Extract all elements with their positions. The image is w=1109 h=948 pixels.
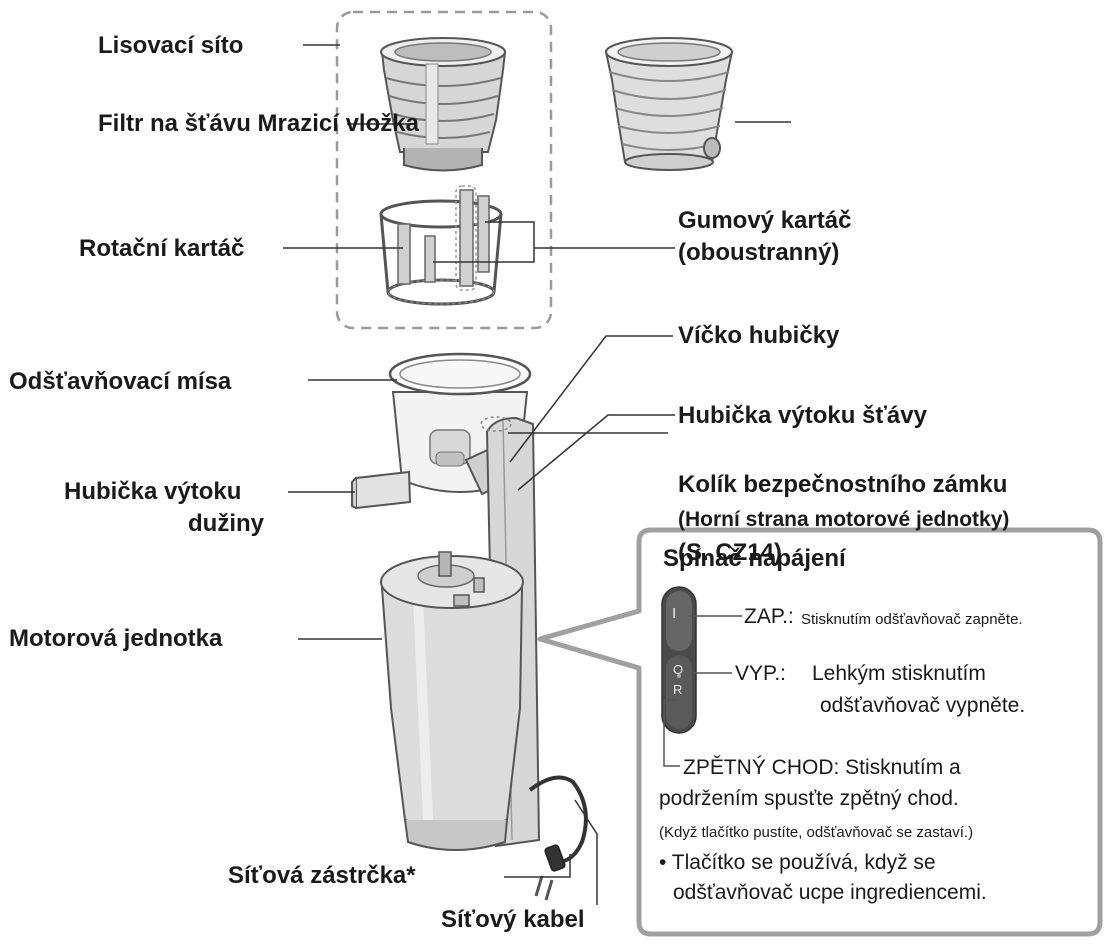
switch-leader-lines — [663, 615, 742, 767]
label-juicing-bowl: Odšťavňovací mísa — [9, 368, 232, 395]
label-power-cord: Síťový kabel — [441, 906, 585, 933]
label-rubber-brush-line1: Gumový kartáč — [678, 207, 852, 234]
label-power-plug: Síťová zástrčka* — [228, 862, 416, 889]
label-motor-unit: Motorová jednotka — [9, 625, 223, 652]
usage-note-line1: • Tlačítko se používá, když se — [659, 851, 936, 874]
label-straining-screen: Lisovací síto — [98, 32, 244, 59]
label-spout-cap: Víčko hubičky — [678, 322, 840, 349]
off-button-glyph: O — [673, 662, 684, 677]
reverse-release-note: (Když tlačítko pustíte, odšťavňovač se z… — [659, 824, 974, 841]
reverse-description-line2: podržením spusťte zpětný chod. — [659, 787, 959, 810]
label-safety-lock-pin-line2: (Horní strana motorové jednotky) — [678, 508, 1010, 531]
leader-lines — [283, 44, 791, 905]
label-pulp-outlet-line1: Hubička výtoku — [64, 478, 242, 505]
label-rotating-brush: Rotační kartáč — [79, 235, 245, 262]
motor-unit — [380, 416, 588, 901]
label-rubber-brush-line2: (oboustranný) — [678, 239, 840, 266]
label-safety-lock-pin-line1: Kolík bezpečnostního zámku — [678, 471, 1008, 498]
switch-off-label: VYP.: — [735, 662, 786, 685]
label-pulp-outlet-line2: dužiny — [188, 510, 264, 537]
label-juice-filter: Filtr na šťávu Mrazicí vložka — [98, 110, 419, 137]
label-juice-spout: Hubička výtoku šťávy — [678, 402, 927, 429]
reverse-button-glyph: R — [673, 682, 683, 697]
switch-off-description-line2: odšťavňovač vypněte. — [820, 694, 1026, 717]
freezing-insert — [604, 37, 734, 171]
usage-note-line2: odšťavňovač ucpe ingrediencemi. — [673, 881, 987, 904]
straining-screen — [380, 37, 507, 172]
on-button-glyph: I — [672, 605, 677, 622]
reverse-description-line1: ZPĚTNÝ CHOD: Stisknutím a — [683, 756, 961, 779]
rotating-brush — [379, 185, 503, 306]
dashed-group-box — [335, 10, 553, 330]
switch-on-description: Stisknutím odšťavňovač zapněte. — [801, 611, 1023, 628]
power-switch-graphic — [661, 586, 697, 734]
switch-on-label: ZAP.: — [744, 605, 794, 628]
switch-off-description-line1: Lehkým stisknutím — [812, 662, 986, 685]
switch-panel-title: Spínač napájení — [663, 545, 846, 572]
label-safety-lock-pin-line3: (S. CZ14) — [678, 539, 783, 566]
